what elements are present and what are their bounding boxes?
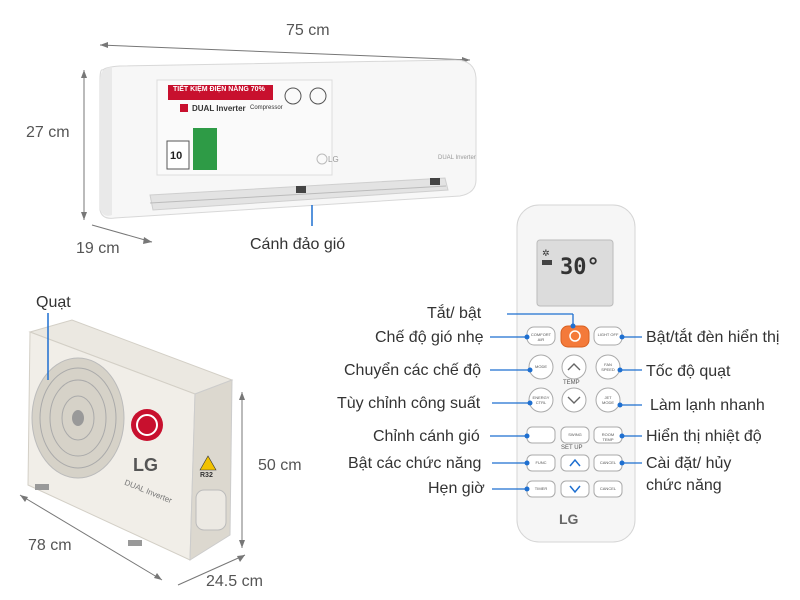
remote-brand: LG — [559, 511, 579, 527]
remote-btn-cancel-1[interactable]: CANCEL — [599, 460, 617, 465]
indoor-compressor-text: Compressor — [250, 105, 283, 111]
remote-btn-jet[interactable]: JET MODE — [602, 395, 614, 405]
remote-btn-comfort[interactable]: COMFORT AIR — [530, 332, 552, 342]
remote-display-temp: 30° — [560, 255, 600, 280]
remote-btn-energy[interactable]: ENERGY CTRL — [532, 395, 550, 405]
callout-comfort: Chế độ gió nhẹ — [375, 329, 484, 346]
outdoor-brand: LG — [133, 455, 158, 475]
callout-timer: Hẹn giờ — [428, 480, 485, 497]
remote-btn-light[interactable]: LIGHT OFF — [597, 332, 619, 337]
indoor-width-label: 75 cm — [286, 22, 330, 39]
remote-temp-label: TEMP — [563, 380, 580, 386]
remote-btn-room-temp[interactable]: ROOM TEMP — [601, 432, 615, 442]
indoor-height-label: 27 cm — [26, 124, 70, 141]
callout-fan-speed: Tốc độ quạt — [646, 363, 731, 380]
callout-energy: Tùy chỉnh công suất — [337, 395, 481, 412]
callout-func: Bật các chức năng — [348, 455, 482, 472]
indoor-brand: LG — [328, 155, 339, 164]
callout-mode: Chuyển các chế độ — [344, 362, 481, 379]
callout-power: Tắt/ bật — [427, 305, 482, 322]
outdoor-refrigerant: R32 — [200, 472, 213, 479]
remote-setup-label: SET UP — [561, 445, 583, 451]
indoor-rating: 10 — [170, 150, 183, 162]
indoor-inverter-text: DUAL Inverter — [192, 104, 246, 113]
remote-btn-swing[interactable]: SWING — [568, 432, 582, 437]
fan-label: Quạt — [36, 294, 71, 311]
callout-room-temp: Hiển thị nhiệt độ — [646, 428, 762, 445]
remote-btn-fan[interactable]: FAN SPEED — [601, 362, 615, 372]
louver-label: Cánh đảo gió — [250, 236, 346, 253]
outdoor-height-label: 50 cm — [258, 457, 302, 474]
callout-light: Bật/tắt đèn hiển thị — [646, 329, 780, 346]
outdoor-depth-label: 24.5 cm — [206, 573, 263, 590]
remote-btn-func[interactable]: FUNC — [535, 460, 547, 465]
indoor-depth-label: 19 cm — [76, 240, 120, 257]
remote-btn-cancel-2[interactable]: CANCEL — [599, 486, 617, 491]
callout-settings-line1: Cài đặt/ hủy — [646, 455, 732, 472]
callout-swing: Chỉnh cánh gió — [373, 428, 480, 445]
indoor-banner: TIẾT KIỆM ĐIỆN NĂNG 70% — [173, 86, 265, 93]
remote-btn-mode[interactable]: MODE — [535, 364, 547, 369]
callout-jet: Làm lạnh nhanh — [650, 397, 765, 414]
remote-btn-timer[interactable]: TIMER — [534, 486, 548, 491]
callout-settings-line2: chức năng — [646, 477, 722, 494]
indoor-model-text: DUAL Inverter — [438, 155, 476, 161]
svg-text:✲: ✲ — [542, 249, 550, 259]
outdoor-width-label: 78 cm — [28, 537, 72, 554]
